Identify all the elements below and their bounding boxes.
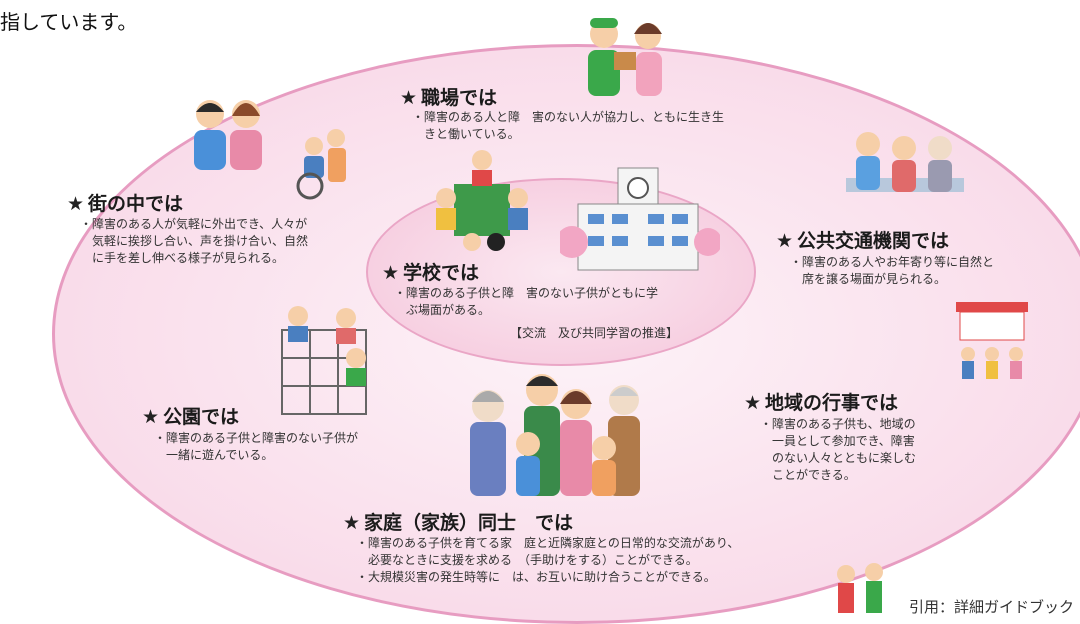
workplace-description: ・障害のある人と障 害のない人が協力し、ともに生き生 きと働いている。 — [412, 109, 724, 143]
park-heading: ★公園では — [142, 406, 240, 428]
transit-heading: ★公共交通機関では — [776, 230, 950, 252]
school-description: ・障害のある子供と障 害のない子供がともに学 ぶ場面がある。 — [394, 285, 658, 319]
workplace-line-2: きと働いている。 — [424, 127, 520, 141]
transit-description: ・障害のある人やお年寄り等に自然と 席を譲る場面が見られる。 — [790, 254, 994, 288]
park-line-2: 一緒に遊んでいる。 — [166, 448, 274, 462]
park-description: ・障害のある子供と障害のない子供が 一緒に遊んでいる。 — [154, 430, 358, 464]
town-line-2: 気軽に挨拶し合い、声を掛け合い、自然 — [92, 234, 309, 248]
transit-illustration — [846, 132, 964, 192]
town-line-3: に手を差し伸べる様子が見られる。 — [92, 251, 285, 265]
source-credit: 引用：詳細ガイドブック — [908, 598, 1074, 616]
school-line-2: ぶ場面がある。 — [406, 303, 491, 317]
community-line-2: 一員として参加でき、障害 — [772, 434, 915, 448]
school-line-1: ・障害のある子供と障 害のない子供がともに学 — [394, 286, 659, 300]
park-line-1: ・障害のある子供と障害のない子供が — [154, 431, 359, 445]
town-line-1: ・障害のある人が気軽に外出でき、人々が — [80, 217, 308, 231]
transit-line-1: ・障害のある人やお年寄り等に自然と — [790, 255, 995, 269]
star-icon: ★ — [776, 230, 794, 252]
star-icon: ★ — [67, 193, 85, 215]
star-icon: ★ — [744, 392, 762, 414]
transit-line-2: 席を譲る場面が見られる。 — [802, 272, 947, 286]
town-illustration — [194, 100, 346, 200]
star-icon: ★ — [400, 87, 418, 109]
community-line-3: のない人々とともに楽しむ — [772, 451, 917, 465]
star-icon: ★ — [382, 262, 400, 284]
family-illustration — [470, 374, 640, 496]
disaster-illustration — [837, 563, 883, 613]
park-illustration — [281, 306, 367, 415]
town-heading: ★街の中では — [67, 193, 184, 215]
family-heading: ★家庭（家族）同士 では — [343, 512, 574, 534]
family-description: ・障害のある子供を育てる家 庭と近隣家庭との日常的な交流があり、 必要なときに支… — [356, 535, 739, 586]
family-line-3: ・大規模災害の発生時等に は、お互いに助け合うことができる。 — [356, 570, 716, 584]
school-note: 【交流 及び共同学習の推進】 — [510, 326, 679, 340]
star-icon: ★ — [343, 512, 361, 534]
workplace-heading: ★職場では — [400, 87, 498, 109]
community-line-1: ・障害のある子供も、地域の — [760, 417, 916, 431]
town-description: ・障害のある人が気軽に外出でき、人々が 気軽に挨拶し合い、声を掛け合い、自然 に… — [80, 216, 308, 267]
school-children-illustration — [436, 150, 528, 251]
community-heading: ★地域の行事では — [744, 392, 899, 414]
festival-illustration — [956, 302, 1028, 379]
star-icon: ★ — [142, 406, 160, 428]
workplace-line-1: ・障害のある人と障 害のない人が協力し、ともに生き生 — [412, 110, 725, 124]
workplace-illustration — [588, 18, 662, 96]
community-description: ・障害のある子供も、地域の 一員として参加でき、障害 のない人々とともに楽しむ … — [760, 416, 916, 484]
family-line-2: 必要なときに支援を求める （手助けをする）ことができる。 — [368, 553, 698, 567]
family-line-1: ・障害のある子供を育てる家 庭と近隣家庭との日常的な交流があり、 — [356, 536, 740, 550]
school-building-illustration — [560, 167, 720, 271]
school-heading: ★学校では — [382, 262, 480, 284]
header-text: 指しています。 — [0, 10, 138, 34]
community-line-4: ことができる。 — [772, 468, 856, 482]
